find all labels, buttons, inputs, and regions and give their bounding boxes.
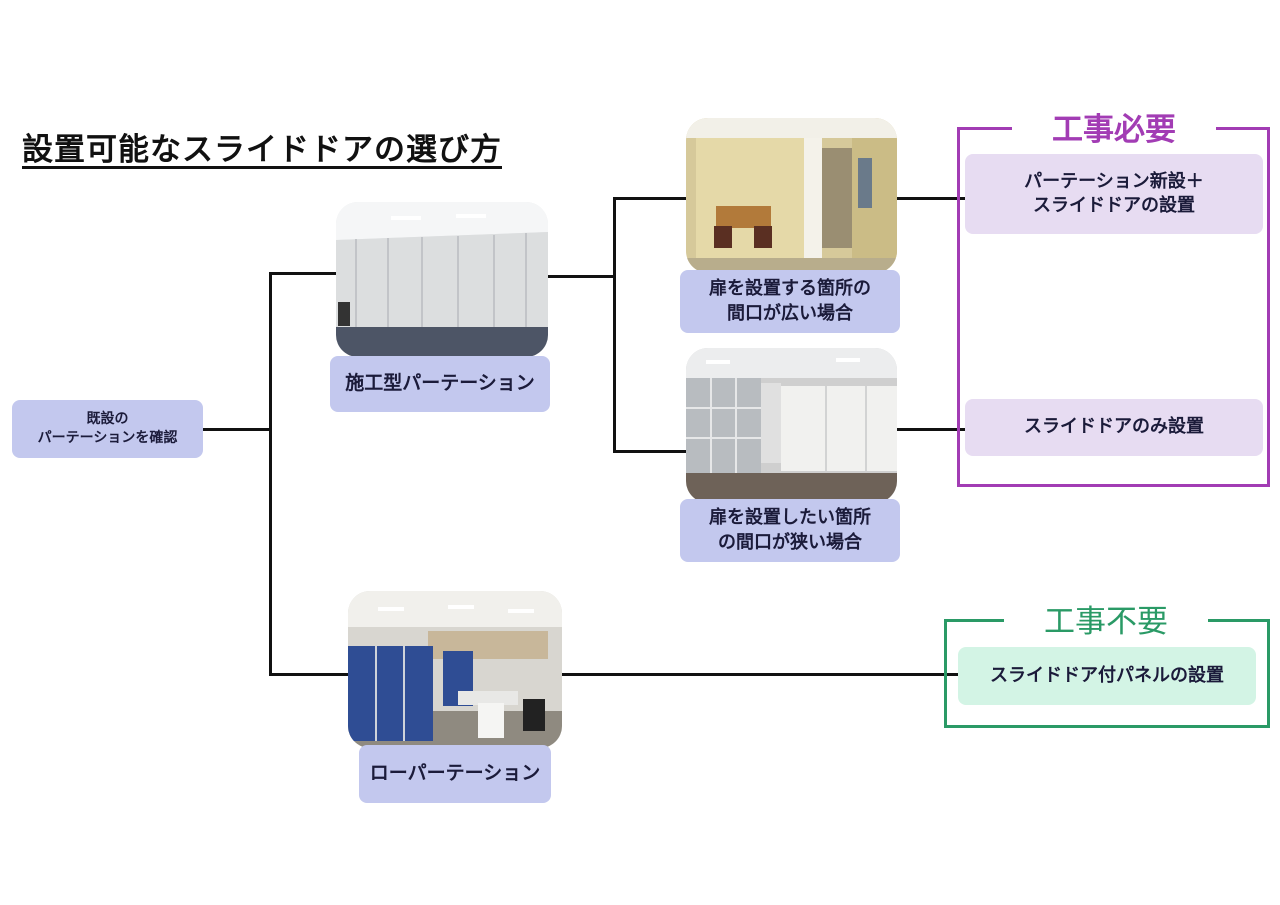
connector-to-narrow bbox=[613, 450, 686, 453]
result-new-partition-and-door: パーテーション新設＋ スライドドアの設置 bbox=[965, 154, 1263, 234]
root-line1: 既設の bbox=[86, 411, 129, 428]
connector-to-wide bbox=[613, 197, 686, 200]
root-box: 既設のパーテーションを確認 bbox=[12, 400, 203, 458]
connector-to-construction bbox=[269, 272, 337, 275]
connector-trunk-left bbox=[269, 272, 272, 675]
result-new-partition-line1: パーテーション新設＋ bbox=[1024, 170, 1204, 192]
result-new-partition-line2: スライドドアの設置 bbox=[1032, 195, 1195, 216]
low-partition-photo bbox=[348, 591, 562, 748]
page-title: 設置可能なスライドドアの選び方 bbox=[22, 132, 502, 168]
work-required-heading: 工事必要 bbox=[1012, 104, 1216, 149]
narrow-opening-label: 扉を設置したい箇所の間口が狭い場合 bbox=[680, 499, 900, 562]
connector-construction-out bbox=[548, 275, 616, 278]
low-partition-label: ローパーテーション bbox=[359, 745, 551, 803]
wide-opening-label: 扉を設置する箇所の間口が広い場合 bbox=[680, 270, 900, 333]
connector-narrow-result bbox=[897, 428, 965, 431]
construction-partition-photo bbox=[336, 202, 548, 357]
construction-partition-label: 施工型パーテーション bbox=[330, 356, 550, 412]
root-line2: パーテーションを確認 bbox=[37, 430, 178, 446]
work-not-required-heading: 工事不要 bbox=[1004, 596, 1208, 641]
result-door-only: スライドドアのみ設置 bbox=[965, 399, 1263, 456]
wide-label-line1: 扉を設置する箇所の bbox=[709, 278, 871, 300]
wide-opening-photo bbox=[686, 118, 897, 273]
connector-to-low bbox=[269, 673, 349, 676]
narrow-label-line2: の間口が狭い場合 bbox=[718, 531, 862, 553]
result-door-panel: スライドドア付パネルの設置 bbox=[958, 647, 1256, 705]
narrow-label-line1: 扉を設置したい箇所 bbox=[709, 507, 871, 529]
narrow-opening-photo bbox=[686, 348, 897, 503]
connector-root bbox=[203, 428, 271, 431]
connector-trunk-right bbox=[613, 197, 616, 452]
wide-label-line2: 間口が広い場合 bbox=[727, 302, 853, 324]
connector-low-result bbox=[562, 673, 959, 676]
connector-wide-result bbox=[897, 197, 965, 200]
